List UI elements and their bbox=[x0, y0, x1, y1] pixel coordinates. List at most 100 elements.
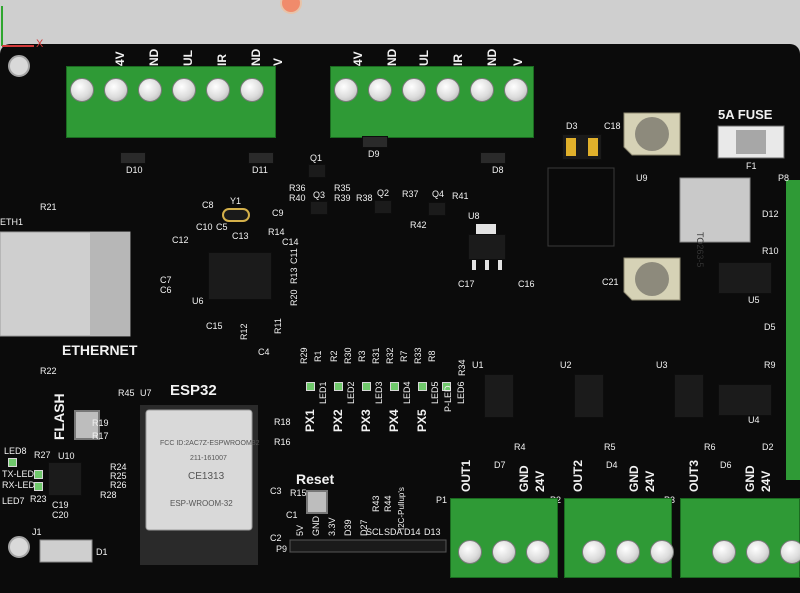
flash-button[interactable] bbox=[74, 410, 100, 440]
ref-u8: U8 bbox=[468, 211, 480, 221]
screw bbox=[582, 540, 606, 564]
terminal-block-p2 bbox=[564, 498, 672, 578]
ref-r10: R10 bbox=[762, 246, 779, 256]
led-indicator bbox=[34, 482, 43, 491]
ref-u5: U5 bbox=[748, 295, 760, 305]
ref-r40: R40 bbox=[289, 193, 306, 203]
led2 bbox=[334, 382, 343, 391]
ref-u9: U9 bbox=[636, 173, 648, 183]
ref-r18: R18 bbox=[274, 417, 291, 427]
ref-r17: R17 bbox=[92, 431, 109, 441]
mount-hole-bottom-left bbox=[8, 536, 30, 558]
ref-r42: R42 bbox=[410, 220, 427, 230]
ref-c14: C14 bbox=[282, 237, 299, 247]
screw bbox=[650, 540, 674, 564]
ic-u4 bbox=[718, 384, 772, 416]
transistor-q3 bbox=[310, 201, 328, 215]
px4-label: PX4 bbox=[387, 409, 401, 432]
out3-gnd-label: GND bbox=[743, 465, 757, 492]
ref-u7: U7 bbox=[140, 388, 152, 398]
terminal-label: IR bbox=[451, 54, 465, 66]
opto-u2 bbox=[574, 374, 604, 418]
ref-c18: C18 bbox=[604, 121, 621, 131]
fuse-label: 5A FUSE bbox=[718, 107, 773, 122]
ref-r37: R37 bbox=[402, 189, 419, 199]
screw bbox=[436, 78, 460, 102]
screw bbox=[240, 78, 264, 102]
ref-c20: C20 bbox=[52, 510, 69, 520]
module-cert: FCC ID:2AC7Z-ESPWROOM32 bbox=[160, 440, 260, 447]
ref-r14: R14 bbox=[268, 227, 285, 237]
terminal-label: 4V bbox=[351, 51, 365, 66]
reset-button[interactable] bbox=[306, 490, 328, 514]
ref-c17: C17 bbox=[458, 279, 475, 289]
ref-led1: LED1 bbox=[318, 381, 328, 404]
screw bbox=[334, 78, 358, 102]
ref-r20: R20 bbox=[289, 289, 299, 306]
ref-q2: Q2 bbox=[377, 188, 390, 198]
terminal-block-top-right bbox=[330, 66, 534, 138]
screw bbox=[746, 540, 770, 564]
transistor-q1 bbox=[308, 164, 326, 178]
terminal-label: UL bbox=[181, 50, 195, 66]
ref-led5: LED5 bbox=[430, 381, 440, 404]
orbit-handle-button[interactable] bbox=[280, 0, 302, 14]
p9-pin-label: SCL bbox=[366, 527, 384, 537]
transistor-q4 bbox=[428, 202, 446, 216]
regulator-u8 bbox=[468, 234, 506, 260]
module-model: ESP-WROOM-32 bbox=[170, 499, 233, 508]
out2-24v-label: 24V bbox=[643, 470, 657, 492]
ref-r4: R4 bbox=[514, 442, 526, 452]
screw bbox=[368, 78, 392, 102]
ref-d5: D5 bbox=[764, 322, 776, 332]
out3-label: OUT3 bbox=[687, 459, 701, 492]
ref-c10: C10 bbox=[196, 222, 213, 232]
terminal-label: 4V bbox=[113, 51, 127, 66]
ref-y1: Y1 bbox=[230, 196, 242, 206]
ref-r39: R39 bbox=[334, 193, 351, 203]
ref-d7: D7 bbox=[494, 460, 506, 470]
p9-pin-label: SDA bbox=[384, 527, 403, 537]
terminal-label: ND bbox=[385, 48, 399, 66]
led4 bbox=[390, 382, 399, 391]
ref-c13: C13 bbox=[232, 231, 249, 241]
ref-u2: U2 bbox=[560, 360, 572, 370]
ref-led4: LED4 bbox=[402, 381, 412, 404]
terminal-label: ND bbox=[147, 48, 161, 66]
ref-r27: R27 bbox=[34, 450, 51, 460]
p9-pin-label: GND bbox=[311, 516, 321, 536]
ref-u4: U4 bbox=[748, 415, 760, 425]
esp32-label: ESP32 bbox=[170, 382, 217, 399]
pled-label: P-LED bbox=[443, 385, 453, 412]
ref-c2: C2 bbox=[270, 533, 282, 543]
ref-d3: D3 bbox=[566, 121, 578, 131]
ref-c8: C8 bbox=[202, 200, 214, 210]
ref-d9: D9 bbox=[368, 149, 380, 159]
ref-led6: LED6 bbox=[456, 381, 466, 404]
ref-f1: F1 bbox=[746, 161, 757, 171]
screw bbox=[526, 540, 550, 564]
ref-u6: U6 bbox=[192, 296, 204, 306]
ref-c16: C16 bbox=[518, 279, 535, 289]
ref-c5: C5 bbox=[216, 222, 228, 232]
ref-c11: C11 bbox=[289, 248, 299, 264]
ref-r6: R6 bbox=[704, 442, 716, 452]
header-p9 bbox=[289, 539, 447, 553]
ref-r13: R13 bbox=[289, 267, 299, 284]
ref-r45: R45 bbox=[118, 388, 135, 398]
ref-d10: D10 bbox=[126, 165, 143, 175]
ref-r3: R3 bbox=[357, 350, 367, 362]
ref-r28: R28 bbox=[100, 490, 117, 500]
ref-r35: R35 bbox=[334, 183, 351, 193]
terminal-block-top-left bbox=[66, 66, 276, 138]
led1 bbox=[306, 382, 315, 391]
screw bbox=[492, 540, 516, 564]
ref-eth1: ETH1 bbox=[0, 217, 24, 227]
ref-r1: R1 bbox=[313, 350, 323, 362]
module-ce: CE1313 bbox=[188, 471, 225, 482]
diode-d9 bbox=[362, 136, 388, 148]
flash-label: FLASH bbox=[51, 393, 67, 440]
led5 bbox=[418, 382, 427, 391]
ref-r11: R11 bbox=[273, 318, 283, 334]
